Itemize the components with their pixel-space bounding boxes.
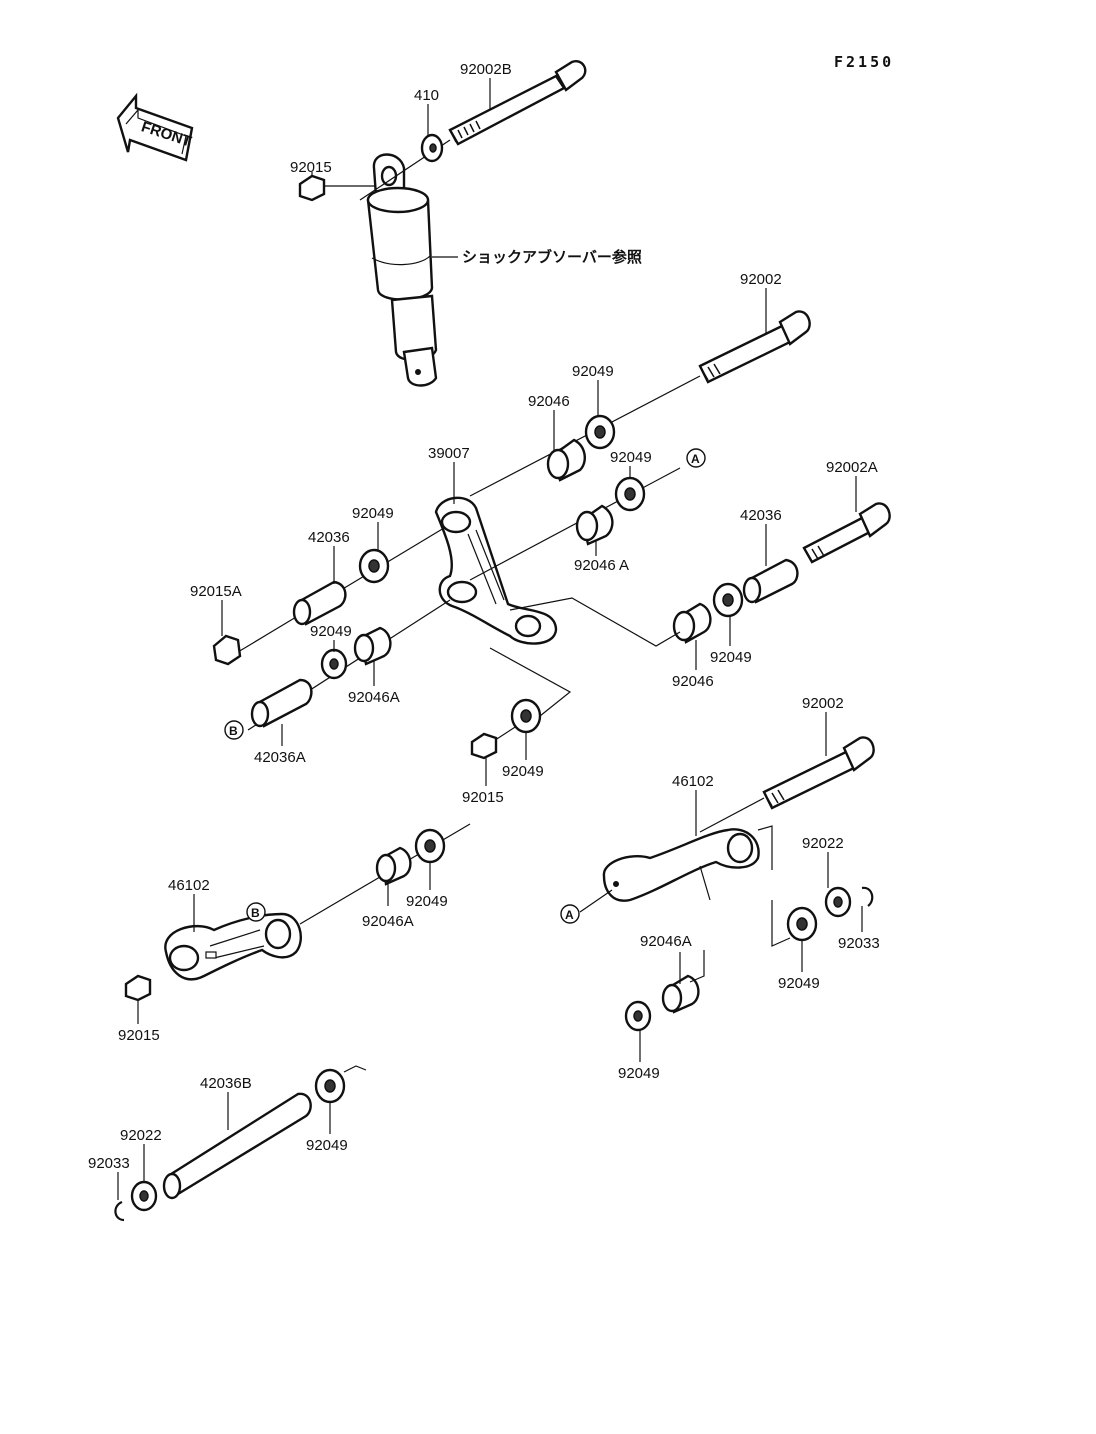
washer-410 (420, 133, 444, 163)
circlip-92033-left (114, 1200, 125, 1222)
washer-92049-f (510, 698, 542, 734)
callout-42036-right: 42036 (740, 507, 782, 524)
callout-39007: 39007 (428, 445, 470, 462)
arm-46102-right (602, 828, 760, 902)
callout-92046a-right: 92046A (640, 933, 692, 950)
callout-92046a-left-arm: 92046A (362, 913, 414, 930)
svg-text:B: B (251, 906, 260, 920)
callout-92033-left: 92033 (88, 1155, 130, 1172)
washer-92049-b (469, 467, 681, 581)
callout-labels: 92002B 410 92015 92002 92049 92046 39007… (88, 61, 880, 1200)
marker-b-left: B (224, 720, 244, 740)
front-arrow-icon: FRONT (116, 92, 194, 162)
callout-42036a: 42036A (254, 749, 306, 766)
washer-92049-h (624, 1000, 652, 1032)
bearing-92046a-right (661, 950, 705, 1014)
callout-92049-a: 92049 (572, 363, 614, 380)
callout-92015-left: 92015 (118, 1027, 160, 1044)
washer-92049-j (314, 1068, 346, 1104)
shock-absorber (366, 153, 438, 387)
marker-a-right: A (560, 904, 580, 924)
arm-46102-left (164, 912, 302, 981)
bolt-92002-top (469, 310, 811, 497)
svg-text:B: B (229, 724, 238, 738)
callout-410: 410 (414, 87, 439, 104)
washer-92049-i (414, 828, 446, 864)
washer-92049-a (584, 414, 616, 450)
callout-92046a-b: 92046 A (574, 557, 629, 574)
bolt-92002-right (699, 736, 875, 833)
callout-92049-b: 92049 (610, 449, 652, 466)
callout-92049-d: 92049 (310, 623, 352, 640)
shock-absorber-note: ショックアブソーバー参照 (462, 248, 642, 266)
sleeve-42036a (250, 678, 313, 728)
bearing-92046-a (546, 438, 586, 482)
svg-text:A: A (691, 452, 700, 466)
marker-b-arm: B (246, 902, 266, 922)
washer-92049-g (771, 900, 818, 947)
callout-92049-j: 92049 (306, 1137, 348, 1154)
callout-92022-right: 92022 (802, 835, 844, 852)
shaft-42036b (162, 1092, 312, 1200)
svg-text:A: A (565, 908, 574, 922)
callout-92015-center: 92015 (462, 789, 504, 806)
washer-92049-c (712, 582, 744, 618)
callout-92022-left: 92022 (120, 1127, 162, 1144)
callout-92049-i: 92049 (618, 1065, 660, 1082)
nut-92015-left (124, 974, 152, 1002)
bolt-92002b (359, 60, 587, 201)
link-39007 (434, 496, 558, 645)
bearing-92046a-left (353, 626, 392, 666)
callout-92046a-left: 92046A (348, 689, 400, 706)
callout-92049-h: 92049 (406, 893, 448, 910)
sleeve-42036-left (292, 580, 347, 626)
callout-92033-right: 92033 (838, 935, 880, 952)
washer-92049-d (358, 548, 390, 584)
callout-92002-right: 92002 (802, 695, 844, 712)
figure-code: F2150 (834, 53, 894, 71)
callout-42036b: 42036B (200, 1075, 252, 1092)
callout-92049-c: 92049 (352, 505, 394, 522)
circlip-92033-right (861, 886, 874, 907)
nut-92015a (212, 634, 242, 666)
callout-92049-f: 92049 (502, 763, 544, 780)
bearing-92046-right (672, 602, 712, 644)
bolt-92002a (802, 502, 891, 564)
callout-92046-right: 92046 (672, 673, 714, 690)
washer-92049-e (320, 648, 348, 680)
callout-46102-right: 46102 (672, 773, 714, 790)
bearing-92046a-b (575, 504, 614, 546)
washer-92022-left (130, 1180, 158, 1212)
callout-92002b: 92002B (460, 61, 512, 78)
callout-92046-a: 92046 (528, 393, 570, 410)
callout-92002-top: 92002 (740, 271, 782, 288)
callout-92015-top: 92015 (290, 159, 332, 176)
callout-92002a: 92002A (826, 459, 878, 476)
marker-a-top: A (686, 448, 706, 468)
callout-42036-left: 42036 (308, 529, 350, 546)
callout-92049-g: 92049 (778, 975, 820, 992)
sleeve-42036-right (742, 558, 799, 604)
washer-92022-right (824, 886, 852, 918)
callout-92015a: 92015A (190, 583, 242, 600)
nut-92015-center (470, 732, 498, 760)
bearing-92046a-left-arm (375, 846, 412, 886)
callout-46102-left: 46102 (168, 877, 210, 894)
callout-92049-e: 92049 (710, 649, 752, 666)
